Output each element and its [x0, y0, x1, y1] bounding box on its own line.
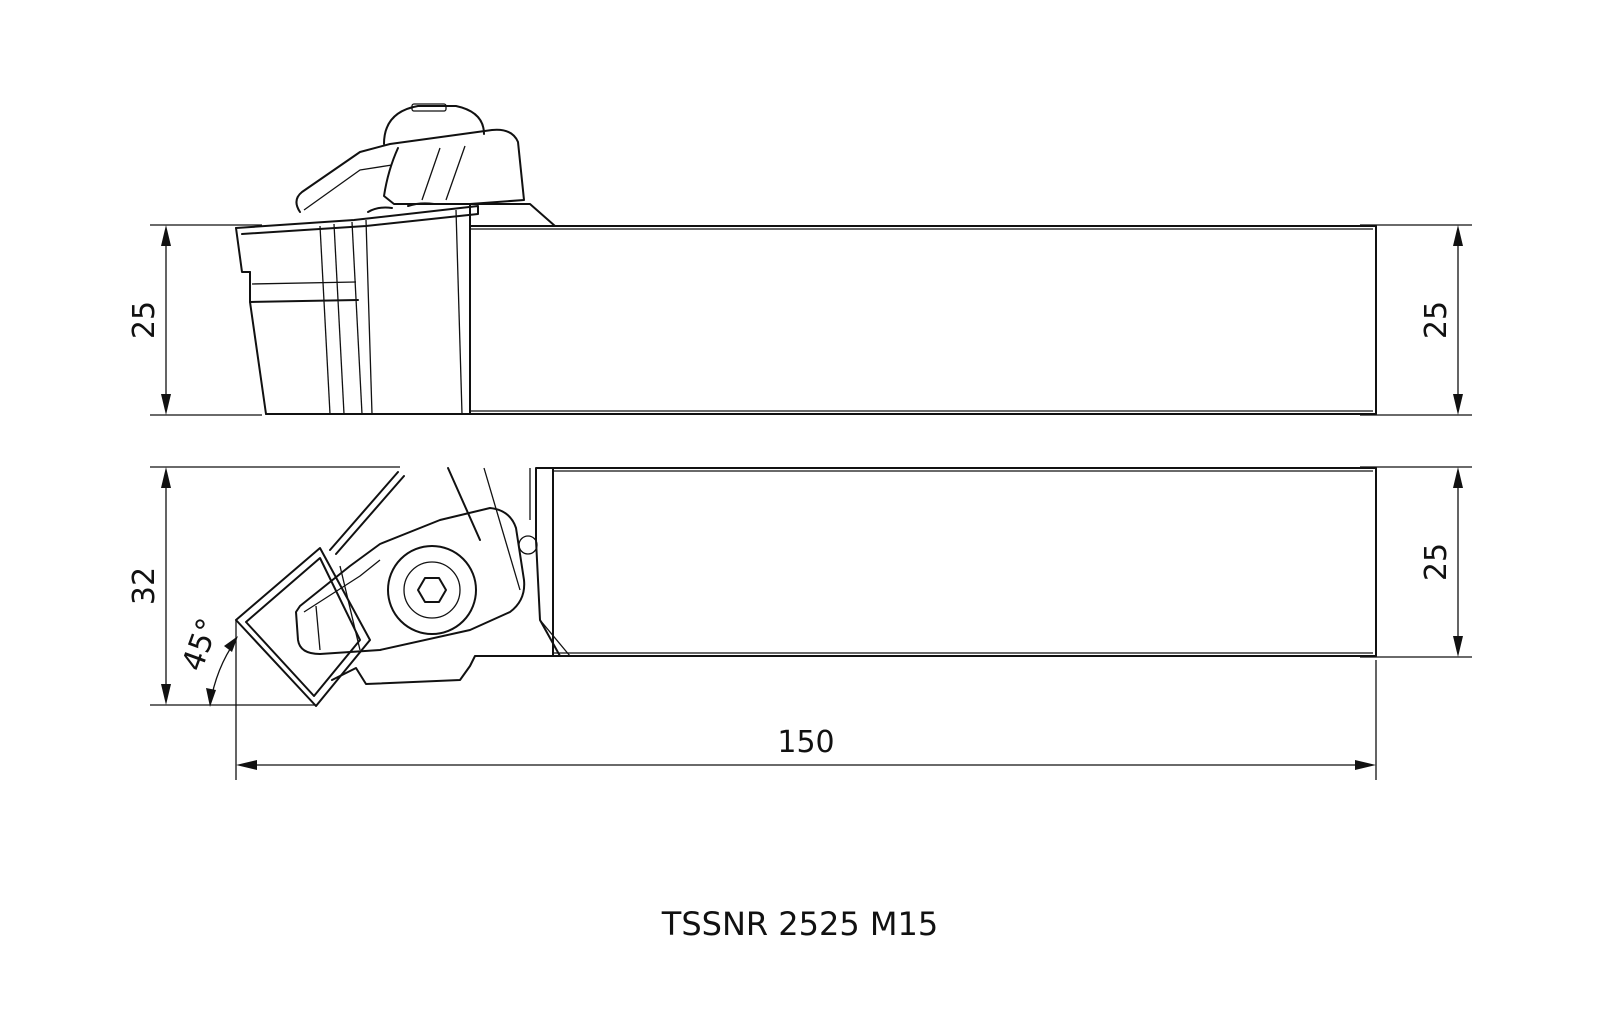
top-view-screw — [387, 545, 477, 635]
dim-total-length: 150 — [777, 725, 834, 760]
hex-socket-icon — [417, 577, 447, 603]
side-view-head — [469, 203, 601, 415]
dim-side-height-right: 25 — [1419, 301, 1454, 339]
dim-top-width-right: 25 — [1419, 543, 1454, 581]
top-view-insert — [235, 547, 371, 707]
top-view-head — [331, 467, 561, 685]
side-view-dimensions: 25 25 — [127, 224, 1472, 416]
side-view-clamp — [295, 128, 525, 213]
dim-approach-angle: 45° — [176, 614, 227, 676]
side-view-screw — [383, 105, 485, 145]
top-view-dimensions: 32 25 45° 150 — [127, 466, 1472, 780]
dim-top-width-left: 32 — [127, 567, 162, 605]
top-view-clamp — [295, 507, 526, 655]
dim-side-height-left: 25 — [127, 301, 162, 339]
side-view — [235, 103, 1377, 415]
top-view — [235, 467, 1377, 707]
top-view-shank — [552, 467, 1377, 657]
model-designation: TSSNR 2525 M15 — [661, 905, 939, 943]
side-view-insert — [235, 205, 479, 235]
side-view-shank — [469, 225, 1377, 415]
